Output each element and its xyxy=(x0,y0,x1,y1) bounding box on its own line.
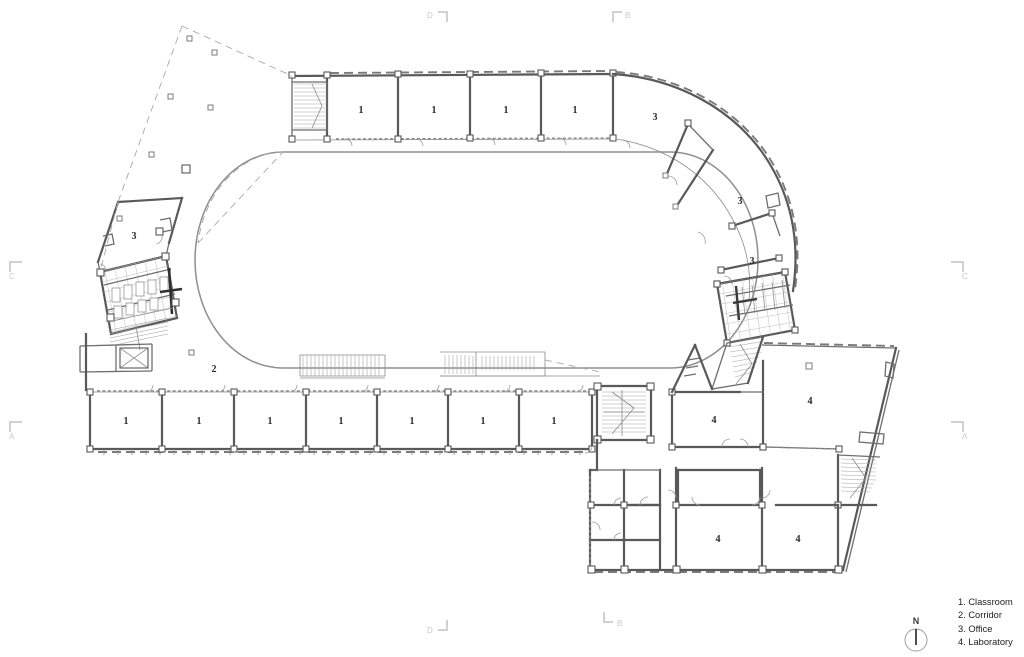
stair-southeast xyxy=(834,453,881,509)
toilet-block-west xyxy=(96,252,183,336)
courtyard-void xyxy=(194,151,759,369)
room-label: 1 xyxy=(552,416,557,427)
section-marker-A-right: A xyxy=(951,421,968,441)
section-marker-A-left: A xyxy=(9,421,22,441)
section-marker-D-bottom: D xyxy=(427,620,448,635)
legend-item-classroom: 1. Classroom xyxy=(958,597,1013,607)
room-label: 3 xyxy=(750,256,755,267)
room-label: 4 xyxy=(808,396,813,407)
column-grid-north xyxy=(288,69,617,143)
north-classroom-wing xyxy=(288,69,617,147)
south-classroom-wing xyxy=(86,384,596,455)
courtyard-stairs xyxy=(299,351,601,379)
room-label: 1 xyxy=(573,105,578,116)
stair-north-west xyxy=(292,81,328,131)
overhang-outline-northwest xyxy=(99,25,293,356)
room-label: 1 xyxy=(504,105,509,116)
svg-text:D: D xyxy=(427,11,433,20)
room-label: 1 xyxy=(359,105,364,116)
legend-item-laboratory: 4. Laboratory xyxy=(958,637,1013,648)
room-label: 4 xyxy=(712,415,717,426)
section-marker-C-left: C xyxy=(9,261,22,281)
room-label: 1 xyxy=(339,416,344,427)
section-marker-B-top: B xyxy=(612,11,630,22)
room-label: 1 xyxy=(481,416,486,427)
svg-text:C: C xyxy=(962,272,968,281)
room-label: 3 xyxy=(653,112,658,123)
legend-item-office: 3. Office xyxy=(958,623,993,634)
room-number-labels: 1 1 1 1 3 3 3 3 2 1 1 1 1 1 1 1 4 4 4 4 xyxy=(124,105,813,545)
room-label: 4 xyxy=(716,534,721,545)
section-marker-C-right: C xyxy=(951,261,968,281)
svg-text:C: C xyxy=(9,272,15,281)
north-arrow-label: N xyxy=(913,616,920,626)
toilet-block-northeast xyxy=(713,268,799,347)
room-label: 3 xyxy=(738,196,743,207)
room-label: 2 xyxy=(212,364,217,375)
legend: 1. Classroom 2. Corridor 3. Office 4. La… xyxy=(958,596,1024,650)
section-marker-D-top: D xyxy=(427,11,448,22)
svg-text:A: A xyxy=(962,432,968,441)
northeast-curved-office-wing xyxy=(611,71,799,301)
legend-item-corridor: 2. Corridor xyxy=(958,610,1002,621)
svg-text:A: A xyxy=(9,432,15,441)
room-label: 3 xyxy=(132,231,137,242)
svg-text:B: B xyxy=(617,619,622,628)
stair-west xyxy=(79,307,174,392)
svg-text:D: D xyxy=(427,626,433,635)
stair-core-central xyxy=(584,382,655,472)
room-label: 1 xyxy=(268,416,273,427)
room-label: 1 xyxy=(197,416,202,427)
west-office-wing xyxy=(96,196,184,273)
room-label: 1 xyxy=(432,105,437,116)
section-markers: D B C C A A D xyxy=(9,11,968,635)
north-arrow: N xyxy=(904,616,928,652)
window-mullions-south xyxy=(103,449,581,455)
svg-text:B: B xyxy=(625,11,630,20)
column-grid-south xyxy=(86,388,596,453)
room-label: 4 xyxy=(796,534,801,545)
laboratory-wing xyxy=(587,342,900,574)
column-grid-northeast xyxy=(662,119,789,288)
section-marker-B-bottom: B xyxy=(603,612,622,628)
stair-northeast xyxy=(693,335,765,391)
room-label: 1 xyxy=(124,416,129,427)
room-label: 1 xyxy=(410,416,415,427)
